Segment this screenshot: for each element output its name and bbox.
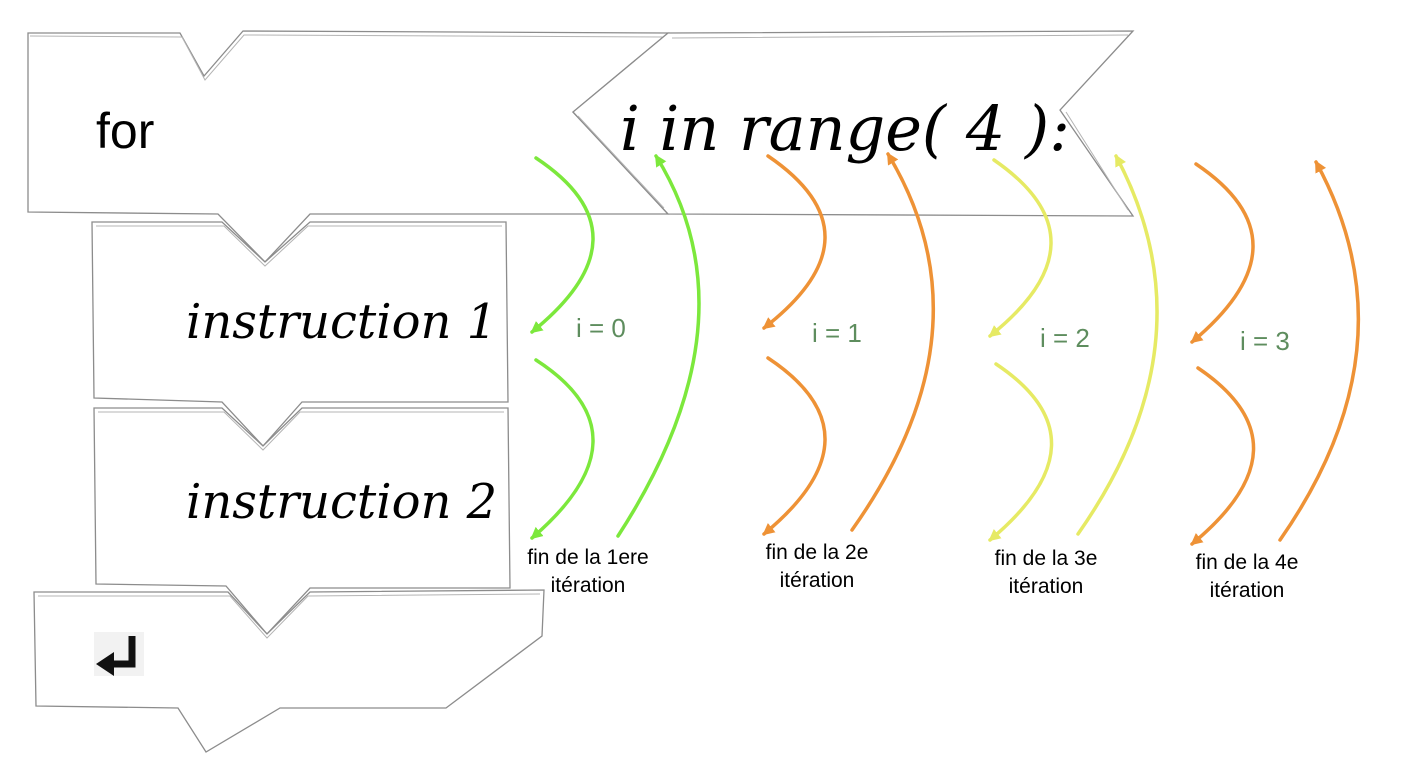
iteration-labels: i = 0 i = 1 i = 2 i = 3 xyxy=(576,313,1290,356)
for-keyword: for xyxy=(96,103,154,159)
instruction-2-block: instruction 2 xyxy=(93,407,511,635)
end-label-1-line2: itération xyxy=(780,569,855,592)
arrow-back-to-loop-0 xyxy=(616,154,701,538)
iteration-label-1: i = 1 xyxy=(812,318,862,348)
instruction-1-block: instruction 1 xyxy=(91,221,509,447)
end-label-1-line1: fin de la 2e xyxy=(766,541,869,564)
end-label-3-line2: itération xyxy=(1210,579,1285,602)
end-labels: fin de la 1ere itération fin de la 2e it… xyxy=(527,541,1298,602)
iteration-label-0: i = 0 xyxy=(576,313,626,343)
instruction-2-text: instruction 2 xyxy=(186,474,497,530)
return-block xyxy=(33,589,545,753)
arrow-enter-instruction-2-3 xyxy=(1190,366,1256,546)
arrow-enter-instruction-1-1 xyxy=(762,154,827,330)
arrow-enter-instruction-1-0 xyxy=(530,156,595,334)
arrow-enter-instruction-2-2 xyxy=(988,362,1054,542)
arrow-back-to-loop-3 xyxy=(1278,160,1361,542)
range-expression: i in range( 4 ): xyxy=(620,92,1070,165)
end-label-2-line2: itération xyxy=(1009,575,1084,598)
end-label-0-line2: itération xyxy=(551,574,626,597)
end-label-3-line1: fin de la 4e xyxy=(1196,551,1299,574)
iteration-label-3: i = 3 xyxy=(1240,326,1290,356)
arrow-enter-instruction-2-1 xyxy=(762,356,827,536)
instruction-1-text: instruction 1 xyxy=(186,294,497,350)
iteration-arrows xyxy=(530,152,1361,546)
range-block: i in range( 4 ): xyxy=(572,30,1135,217)
return-arrow-icon xyxy=(94,632,144,676)
arrow-enter-instruction-1-2 xyxy=(988,158,1053,338)
iteration-label-2: i = 2 xyxy=(1040,323,1090,353)
arrow-enter-instruction-2-0 xyxy=(530,358,595,540)
arrow-back-to-loop-2 xyxy=(1076,154,1159,536)
end-label-2-line1: fin de la 3e xyxy=(995,547,1098,570)
end-label-0-line1: fin de la 1ere xyxy=(527,546,648,569)
arrow-enter-instruction-1-3 xyxy=(1190,162,1255,344)
arrow-back-to-loop-1 xyxy=(850,152,936,532)
